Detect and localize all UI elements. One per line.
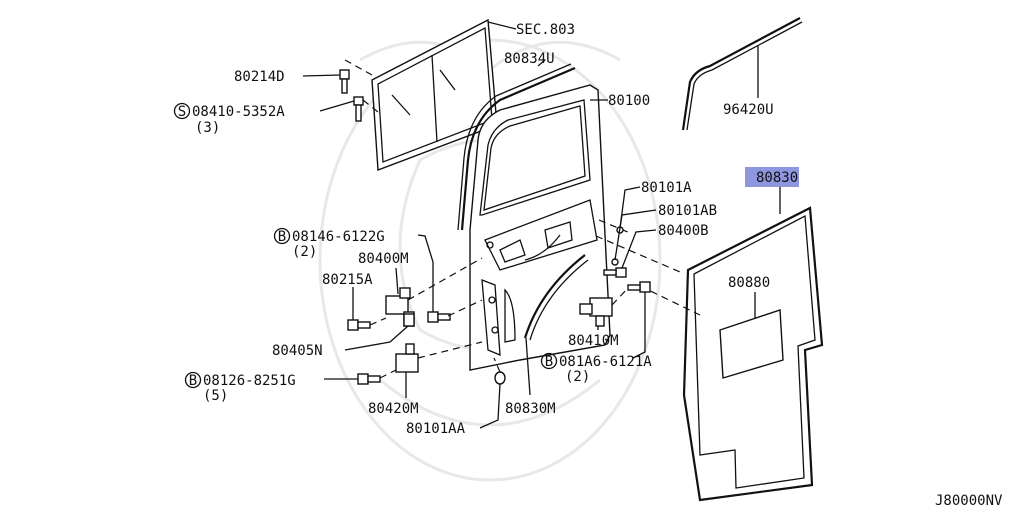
label-08126[interactable]: 08126-8251G bbox=[203, 373, 296, 389]
dash-80214d bbox=[344, 59, 373, 76]
leader-80834u bbox=[537, 59, 546, 67]
label-80215a[interactable]: 80215A bbox=[322, 272, 373, 288]
label-80410m[interactable]: 80410M bbox=[568, 333, 619, 349]
weatherstrip-80834u[interactable] bbox=[457, 63, 576, 231]
bolt-80215a[interactable] bbox=[347, 319, 371, 331]
leader-081a6 bbox=[632, 292, 646, 359]
label-80880[interactable]: 80880 bbox=[728, 275, 770, 291]
clip-80101aa[interactable] bbox=[494, 371, 506, 385]
bolt-80214d[interactable] bbox=[339, 69, 350, 94]
symbol-s-circle: S bbox=[173, 102, 191, 120]
part-highlight bbox=[745, 167, 799, 187]
leader-80400b bbox=[621, 229, 657, 269]
stopper-80405n[interactable] bbox=[403, 313, 415, 327]
label-qty-2b: (2) bbox=[565, 369, 590, 385]
label-patch-80880[interactable] bbox=[719, 309, 784, 379]
label-80400m[interactable]: 80400M bbox=[358, 251, 409, 267]
dash-hinge-r bbox=[611, 287, 629, 306]
label-80830[interactable]: 80830 bbox=[756, 170, 798, 186]
dash-hinge-low bbox=[417, 341, 483, 359]
leader-80830m bbox=[525, 337, 531, 396]
diagram-code: J80000NV bbox=[935, 493, 1003, 509]
label-08410[interactable]: 08410-5352A bbox=[192, 104, 285, 120]
dash-80215a bbox=[369, 317, 387, 326]
label-80100[interactable]: 80100 bbox=[608, 93, 650, 109]
svg-text:B: B bbox=[278, 229, 286, 245]
label-qty-5: (5) bbox=[203, 388, 228, 404]
dash-08126 bbox=[379, 369, 397, 379]
leader-80405n bbox=[344, 325, 409, 351]
dash-seal-top bbox=[595, 235, 681, 273]
bolt-08126[interactable] bbox=[357, 373, 381, 385]
label-qty-3: (3) bbox=[195, 120, 220, 136]
label-081a6[interactable]: 081A6-6121A bbox=[559, 354, 652, 370]
dash-hinge-top bbox=[407, 257, 483, 301]
leader-80101aa bbox=[479, 383, 501, 429]
leader-sec803 bbox=[487, 21, 517, 30]
weatherstrip-80830m[interactable] bbox=[523, 254, 589, 341]
leader-80101a bbox=[619, 186, 641, 229]
label-qty-2a: (2) bbox=[292, 244, 317, 260]
door-seal-80830[interactable] bbox=[682, 206, 824, 502]
leader-80214d bbox=[302, 74, 341, 77]
dash-08410 bbox=[362, 99, 379, 113]
symbol-b-circle-2: B bbox=[540, 352, 558, 370]
bolt-081a6[interactable] bbox=[627, 281, 651, 293]
dash-80101aa bbox=[493, 357, 501, 373]
leader-80101ab bbox=[614, 209, 657, 261]
dash-clip bbox=[598, 219, 631, 234]
door-panel-80100[interactable] bbox=[469, 84, 611, 371]
svg-text:B: B bbox=[189, 373, 197, 389]
label-80420m[interactable]: 80420M bbox=[368, 401, 419, 417]
label-96420u[interactable]: 96420U bbox=[723, 102, 774, 118]
svg-text:B: B bbox=[545, 354, 553, 370]
label-80101aa[interactable]: 80101AA bbox=[406, 421, 466, 437]
symbol-b-circle-3: B bbox=[184, 371, 202, 389]
bolt-08146[interactable] bbox=[427, 311, 451, 323]
label-80101ab[interactable]: 80101AB bbox=[658, 203, 717, 219]
leader-08410 bbox=[319, 100, 355, 112]
leader-80400m bbox=[395, 267, 399, 295]
label-sec803[interactable]: SEC.803 bbox=[516, 22, 575, 38]
hinge-80420m[interactable] bbox=[395, 343, 419, 373]
symbol-b-circle-1: B bbox=[273, 227, 291, 245]
label-80834u[interactable]: 80834U bbox=[504, 51, 555, 67]
screw-08410[interactable] bbox=[353, 96, 364, 122]
label-80101a[interactable]: 80101A bbox=[641, 180, 692, 196]
hinge-80410m[interactable] bbox=[579, 297, 613, 327]
bolt-80400b[interactable] bbox=[603, 267, 627, 278]
label-80214d[interactable]: 80214D bbox=[234, 69, 285, 85]
leader-08146 bbox=[417, 234, 434, 312]
label-80405n[interactable]: 80405N bbox=[272, 343, 323, 359]
moulding-96420u[interactable] bbox=[681, 17, 803, 131]
svg-text:S: S bbox=[178, 104, 186, 120]
label-80830m[interactable]: 80830M bbox=[505, 401, 556, 417]
dash-08146 bbox=[447, 299, 483, 317]
label-08146[interactable]: 08146-6122G bbox=[292, 229, 385, 245]
label-80400b[interactable]: 80400B bbox=[658, 223, 709, 239]
